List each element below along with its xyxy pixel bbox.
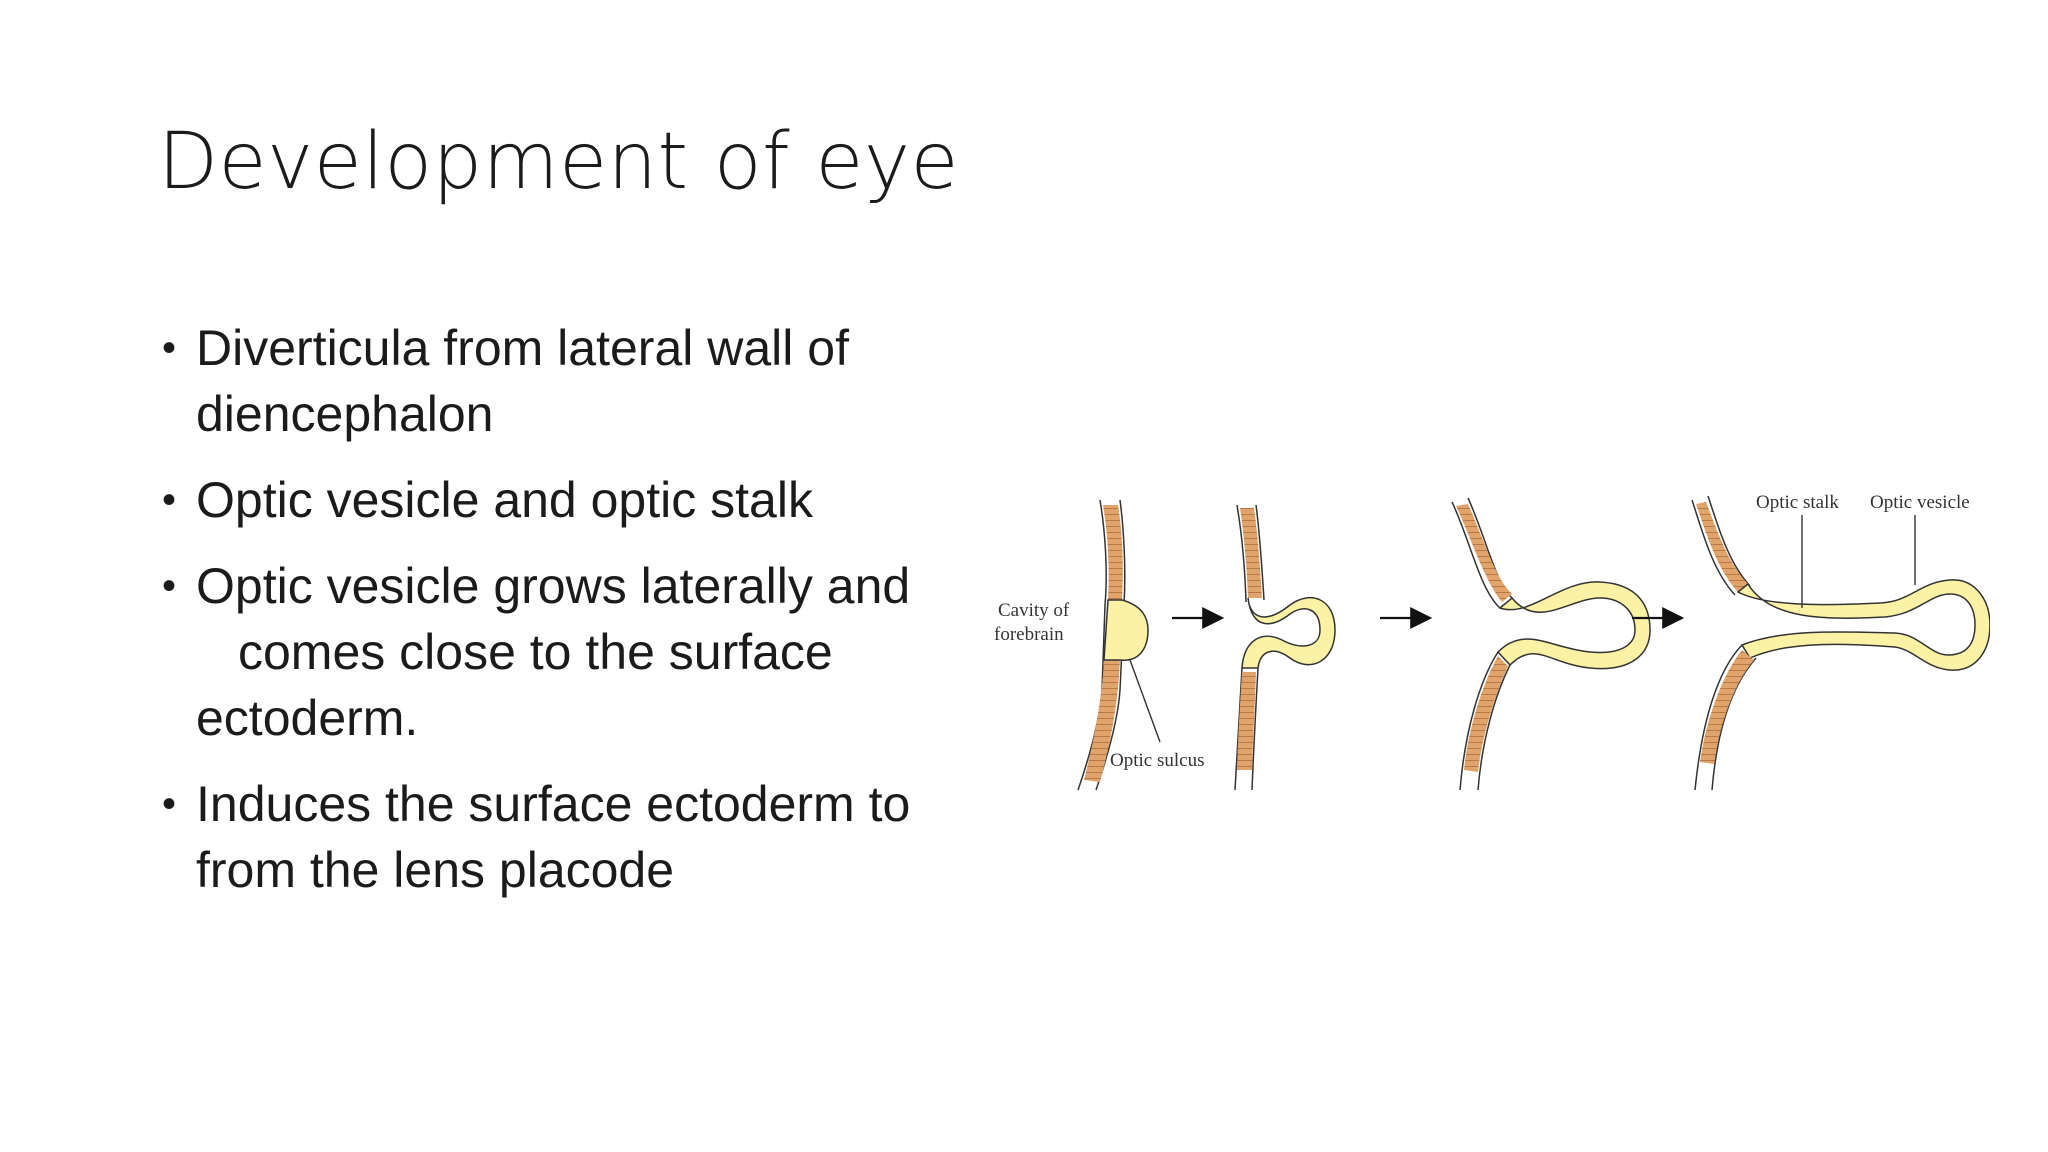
bullet-text-line: diencephalon [196, 386, 494, 442]
bullet-dot-icon: • [162, 564, 177, 608]
bullet-item: • Optic vesicle and optic stalk [158, 467, 998, 533]
bullet-text-line: comes close to the surface [238, 624, 833, 680]
bullet-item: • Induces the surface ectoderm to from t… [158, 771, 998, 903]
bullet-text-line: from the lens placode [196, 842, 675, 898]
label-cavity-of: Cavity of [998, 600, 1070, 621]
label-optic-sulcus: Optic sulcus [1110, 750, 1204, 771]
bullet-item: • Optic vesicle grows laterally and come… [158, 553, 998, 751]
bullet-list: • Diverticula from lateral wall of dienc… [158, 315, 998, 923]
stage-2-evagination [1234, 504, 1336, 791]
label-forebrain: forebrain [994, 624, 1064, 645]
bullet-text-line: Optic vesicle grows laterally and [196, 558, 911, 614]
slide-title: Development of eye [158, 117, 959, 207]
stage-4-optic-stalk-and-vesicle [1691, 495, 1990, 791]
bullet-text-line: Induces the surface ectoderm to [196, 776, 911, 832]
bullet-item: • Diverticula from lateral wall of dienc… [158, 315, 998, 447]
stage-3-growth [1451, 497, 1651, 791]
label-optic-vesicle: Optic vesicle [1870, 492, 1970, 513]
stage-1-optic-sulcus [1077, 499, 1161, 791]
bullet-text-line: Optic vesicle and optic stalk [196, 472, 813, 528]
bullet-dot-icon: • [162, 326, 177, 370]
bullet-text-line: Diverticula from lateral wall of [196, 320, 849, 376]
label-optic-stalk: Optic stalk [1756, 492, 1839, 513]
bullet-dot-icon: • [162, 782, 177, 826]
bullet-dot-icon: • [162, 478, 177, 522]
bullet-text-line: ectoderm. [196, 690, 419, 746]
optic-vesicle-diagram: Cavity of forebrain Optic sulcus Optic s… [994, 492, 1990, 791]
